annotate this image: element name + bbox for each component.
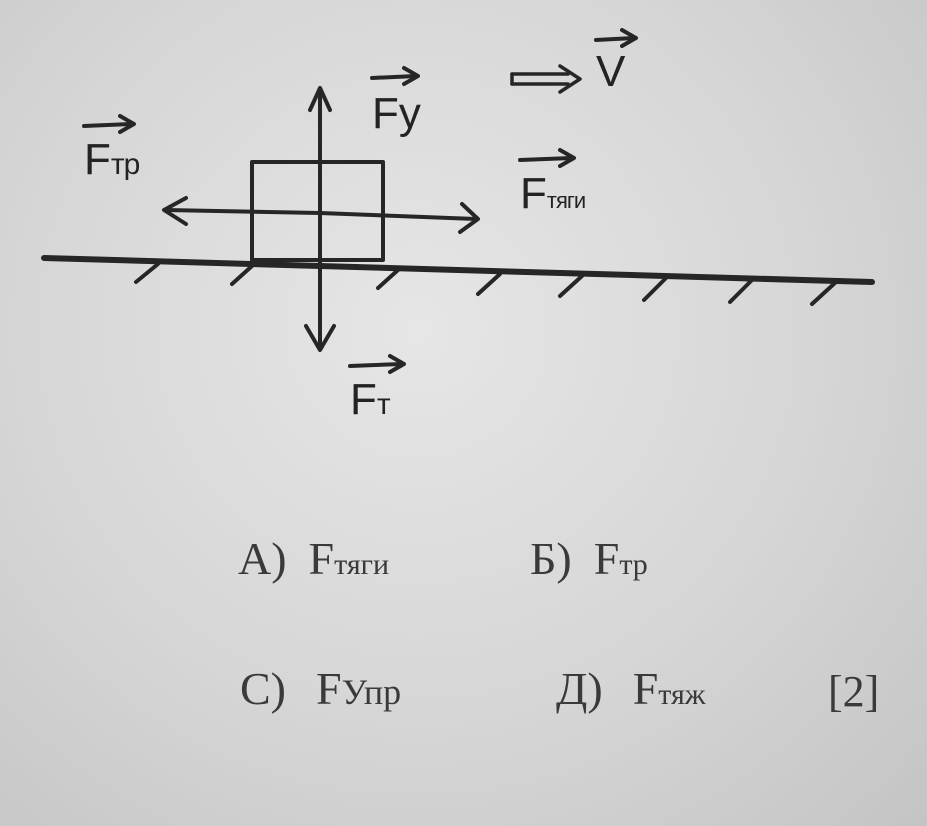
gravity-force-arrowhead xyxy=(304,324,336,352)
friction-subscript: тр xyxy=(110,148,140,181)
gravity-label: Fт xyxy=(350,375,391,424)
friction-force-arrow xyxy=(164,208,322,215)
vector-arrow-friction xyxy=(82,114,136,134)
force-diagram xyxy=(41,28,875,374)
answer-option-d[interactable]: Д) Fтяж xyxy=(556,663,706,714)
traction-force-arrow xyxy=(318,211,478,221)
vector-arrow-velocity xyxy=(594,28,638,48)
ground-line xyxy=(41,255,875,285)
answer-option-b[interactable]: Б) Fтр xyxy=(530,533,648,584)
normal-subscript: y xyxy=(398,89,421,138)
gravity-subscript: т xyxy=(376,388,391,421)
normal-force-arrowhead xyxy=(308,86,332,112)
vector-arrow-traction xyxy=(518,148,576,168)
traction-label: Fтяги xyxy=(520,169,586,218)
answer-option-c[interactable]: С) FУпр xyxy=(240,663,402,714)
vector-arrow-normal xyxy=(370,66,420,86)
velocity-symbol: V xyxy=(596,47,626,96)
friction-label: Fтр xyxy=(84,135,140,184)
friction-force-arrowhead xyxy=(162,196,188,226)
velocity-label: V xyxy=(596,50,625,94)
ground-hatching xyxy=(134,262,838,306)
answer-option-a[interactable]: A) Fтяги xyxy=(238,533,390,584)
normal-label: Fy xyxy=(372,89,421,138)
traction-subscript: тяги xyxy=(546,188,586,213)
velocity-arrow-icon xyxy=(510,64,582,94)
vector-arrow-gravity xyxy=(348,354,406,374)
points-badge: [2] xyxy=(828,667,880,716)
traction-force-arrowhead xyxy=(458,202,480,234)
